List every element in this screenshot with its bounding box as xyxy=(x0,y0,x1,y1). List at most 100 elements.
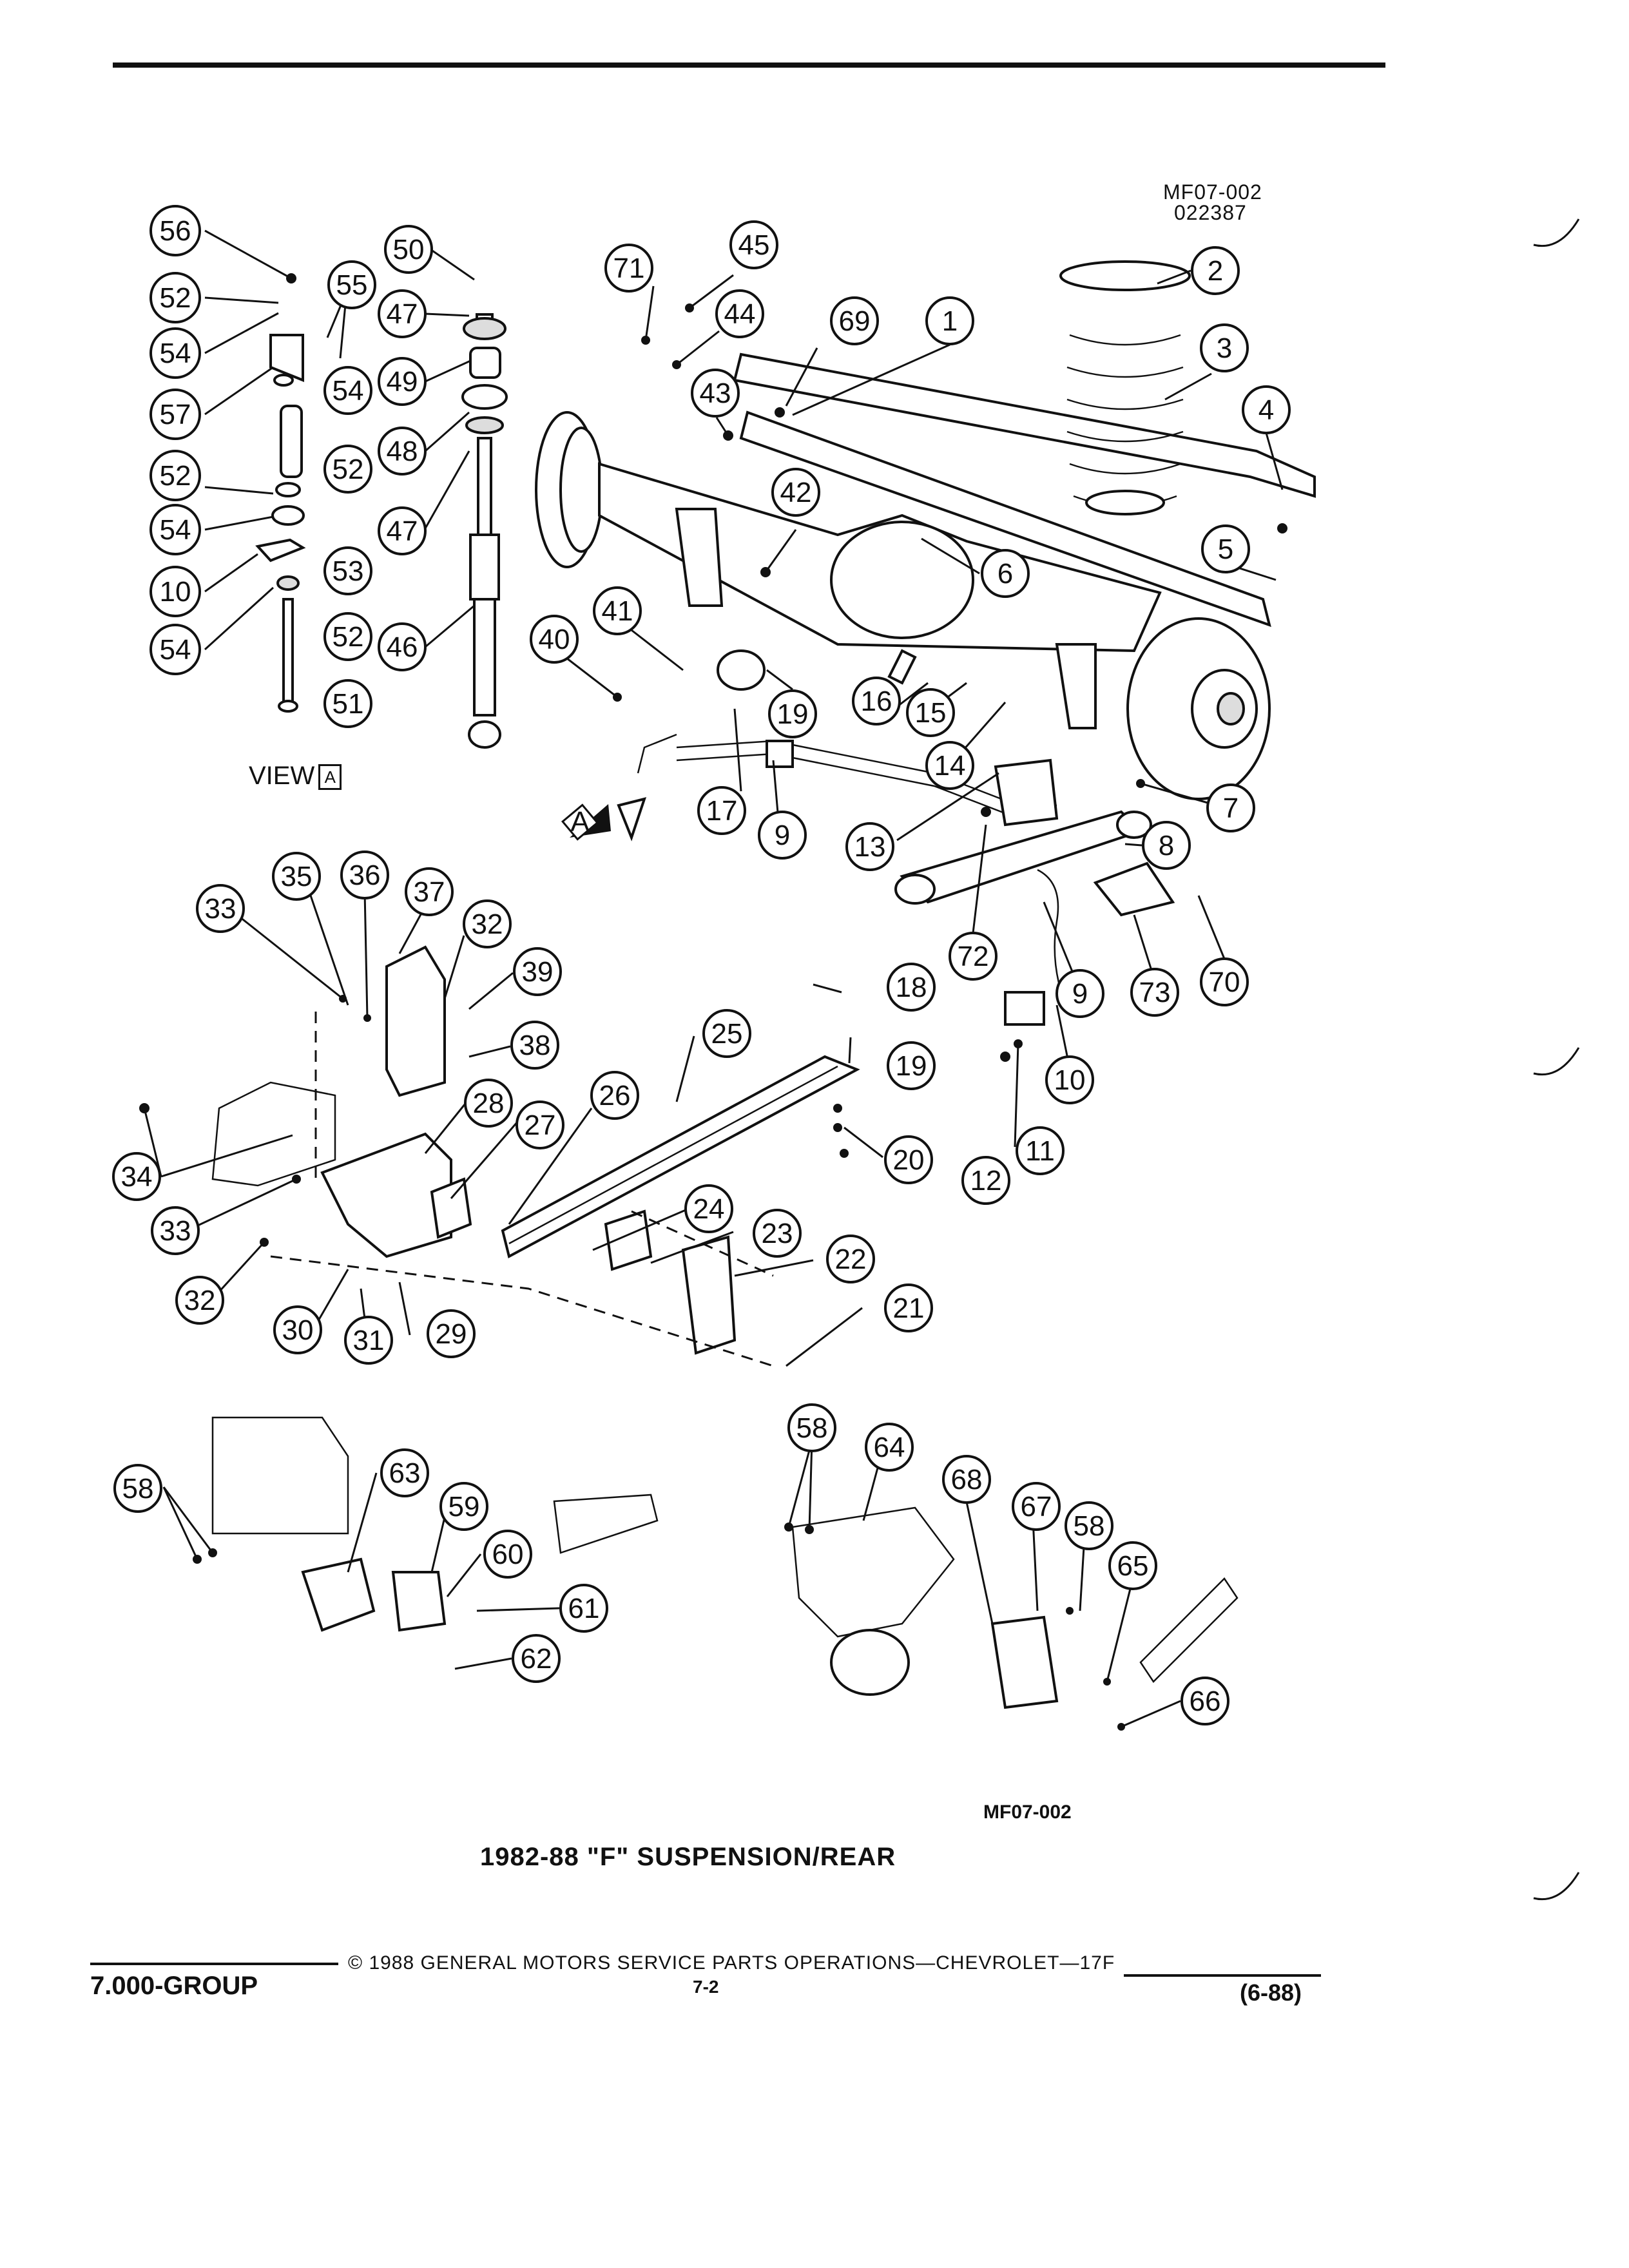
lower-left-mount xyxy=(211,1416,659,1632)
svg-text:73: 73 xyxy=(1139,977,1171,1008)
svg-text:16: 16 xyxy=(861,686,892,717)
callout-5: 5 xyxy=(1201,524,1250,573)
hardware-dots xyxy=(139,273,1287,1731)
svg-text:58: 58 xyxy=(1074,1510,1105,1542)
callout-55: 55 xyxy=(327,260,376,309)
callout-69: 69 xyxy=(830,296,879,345)
callout-67: 67 xyxy=(1012,1482,1061,1531)
callout-32: 32 xyxy=(175,1276,224,1325)
callout-17: 17 xyxy=(697,786,746,835)
svg-text:10: 10 xyxy=(1054,1064,1086,1096)
callout-72: 72 xyxy=(949,932,998,981)
svg-text:14: 14 xyxy=(934,750,966,782)
svg-text:54: 54 xyxy=(160,634,191,666)
svg-text:37: 37 xyxy=(414,876,445,908)
svg-text:22: 22 xyxy=(835,1244,867,1275)
callout-19: 19 xyxy=(768,689,817,738)
callout-60: 60 xyxy=(483,1530,532,1579)
shock-absorber-stack xyxy=(255,313,508,749)
svg-text:40: 40 xyxy=(539,624,570,655)
svg-text:54: 54 xyxy=(160,338,191,369)
svg-text:52: 52 xyxy=(160,460,191,492)
callout-23: 23 xyxy=(753,1209,802,1258)
axle-assembly xyxy=(535,260,1316,1026)
callout-37: 37 xyxy=(405,867,454,916)
footer-page-number: 7-2 xyxy=(693,1977,719,1997)
callout-66: 66 xyxy=(1181,1677,1229,1725)
callout-54: 54 xyxy=(149,327,201,379)
callout-3: 3 xyxy=(1200,323,1249,372)
svg-text:57: 57 xyxy=(160,399,191,430)
svg-text:7: 7 xyxy=(1223,793,1239,824)
svg-text:58: 58 xyxy=(796,1412,828,1444)
callout-59: 59 xyxy=(439,1482,488,1531)
svg-text:38: 38 xyxy=(519,1030,551,1061)
svg-text:67: 67 xyxy=(1021,1491,1052,1523)
callout-4: 4 xyxy=(1242,385,1291,434)
lower-right-mount xyxy=(791,1506,1239,1709)
callout-52: 52 xyxy=(149,272,201,323)
svg-text:63: 63 xyxy=(389,1457,421,1489)
footer-rule-left xyxy=(90,1963,338,1965)
callout-52: 52 xyxy=(149,450,201,501)
figure-code-bottom: MF07-002 xyxy=(983,1802,1072,1823)
svg-text:9: 9 xyxy=(1072,978,1088,1010)
svg-text:68: 68 xyxy=(951,1464,983,1495)
svg-text:52: 52 xyxy=(160,282,191,314)
footer-copyright: © 1988 GENERAL MOTORS SERVICE PARTS OPER… xyxy=(348,1952,1115,1974)
svg-text:59: 59 xyxy=(448,1491,480,1523)
callout-43: 43 xyxy=(691,369,740,418)
callout-64: 64 xyxy=(865,1423,914,1472)
callout-70: 70 xyxy=(1200,957,1249,1006)
svg-text:32: 32 xyxy=(472,908,503,940)
callout-36: 36 xyxy=(340,850,389,899)
callout-73: 73 xyxy=(1130,968,1179,1017)
svg-text:5: 5 xyxy=(1218,533,1233,565)
callout-61: 61 xyxy=(559,1584,608,1633)
footer-group: 7.000-GROUP xyxy=(90,1972,258,2000)
svg-text:50: 50 xyxy=(393,234,425,265)
callout-26: 26 xyxy=(590,1071,639,1120)
callout-42: 42 xyxy=(771,468,820,517)
svg-text:18: 18 xyxy=(896,972,927,1003)
svg-text:54: 54 xyxy=(333,375,364,407)
page-title: 1982-88 "F" SUSPENSION/REAR xyxy=(480,1843,896,1871)
svg-text:62: 62 xyxy=(521,1643,552,1675)
callout-22: 22 xyxy=(826,1235,875,1283)
callout-54: 54 xyxy=(149,624,201,675)
callout-46: 46 xyxy=(378,622,427,671)
svg-text:10: 10 xyxy=(160,576,191,608)
callout-52: 52 xyxy=(323,612,372,661)
callout-58: 58 xyxy=(787,1403,836,1452)
callout-1: 1 xyxy=(925,296,974,345)
svg-text:55: 55 xyxy=(336,269,368,301)
callout-62: 62 xyxy=(512,1634,561,1683)
callout-34: 34 xyxy=(112,1152,161,1201)
svg-text:6: 6 xyxy=(998,558,1013,590)
callout-10: 10 xyxy=(149,566,201,617)
svg-text:46: 46 xyxy=(387,631,418,663)
svg-text:26: 26 xyxy=(599,1080,631,1111)
view-label-box: A xyxy=(318,764,342,791)
callout-28: 28 xyxy=(464,1079,513,1128)
callout-11: 11 xyxy=(1016,1126,1065,1175)
callout-33: 33 xyxy=(196,884,245,933)
svg-text:33: 33 xyxy=(160,1215,191,1247)
svg-text:19: 19 xyxy=(896,1050,927,1082)
callout-9: 9 xyxy=(1055,969,1104,1018)
svg-text:9: 9 xyxy=(775,820,790,851)
svg-text:4: 4 xyxy=(1258,394,1274,426)
svg-text:52: 52 xyxy=(333,454,364,485)
callout-53: 53 xyxy=(323,546,372,595)
svg-text:60: 60 xyxy=(492,1539,524,1570)
svg-text:47: 47 xyxy=(387,298,418,330)
callout-44: 44 xyxy=(715,289,764,338)
svg-text:36: 36 xyxy=(349,860,381,891)
svg-text:28: 28 xyxy=(473,1088,505,1119)
callout-52: 52 xyxy=(323,445,372,494)
callout-58: 58 xyxy=(113,1464,162,1513)
footer-revision: (6-88) xyxy=(1240,1979,1302,2006)
callout-15: 15 xyxy=(906,688,955,737)
callout-20: 20 xyxy=(884,1135,933,1184)
